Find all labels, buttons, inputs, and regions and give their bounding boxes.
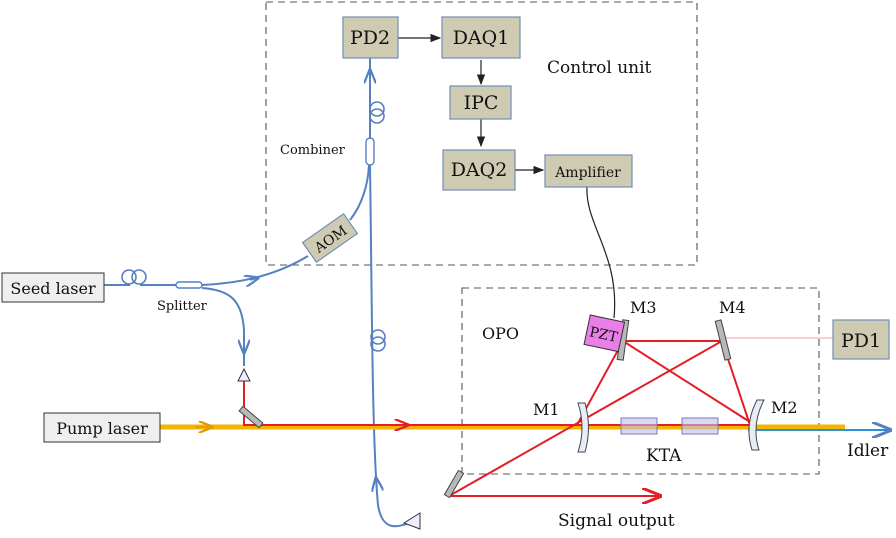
- control-unit-label: Control unit: [547, 58, 652, 78]
- pd1-label: PD1: [841, 330, 881, 352]
- m1-label: M1: [533, 400, 560, 419]
- aom-box: AOM: [301, 212, 359, 264]
- idler-label: Idler: [847, 441, 889, 461]
- fiber-splitter-to-aom: [201, 255, 309, 286]
- ipc-box: IPC: [449, 85, 512, 120]
- fiber-combiner-to-collimator: [369, 164, 417, 528]
- pump-laser-label: Pump laser: [56, 419, 148, 438]
- fiber-loop-bottom-b: [370, 336, 386, 352]
- ipc-label: IPC: [464, 92, 499, 114]
- daq2-box: DAQ2: [442, 149, 516, 191]
- pump-collimator-icon: [237, 367, 251, 382]
- pump-laser-box: Pump laser: [43, 412, 161, 443]
- signal-output-label: Signal output: [558, 511, 675, 531]
- fiber-aom-to-combiner: [349, 164, 370, 221]
- m4-label: M4: [719, 298, 746, 317]
- fiber-loop-bottom-a: [370, 329, 386, 345]
- pd2-box: PD2: [342, 16, 399, 59]
- pzt-box: PZT: [583, 314, 626, 353]
- cavity-path-a: [576, 340, 751, 426]
- output-mirror-icon: [443, 469, 465, 499]
- fiber-splitter-to-pump: [201, 287, 245, 366]
- daq2-label: DAQ2: [451, 159, 508, 181]
- kta-crystal-2: [681, 417, 719, 435]
- seed-injection-beam: [243, 381, 750, 426]
- mirror-m2-icon: [748, 399, 765, 451]
- fiber-arrow-aom: [250, 278, 258, 280]
- pump-mirror-icon: [238, 405, 264, 429]
- amplifier-label: Amplifier: [554, 165, 621, 181]
- cavity-path-b: [622, 340, 751, 423]
- mirror-m4-icon: [714, 319, 732, 361]
- daq1-label: DAQ1: [453, 27, 510, 49]
- kta-label: KTA: [646, 446, 682, 466]
- daq1-box: DAQ1: [441, 16, 521, 59]
- seed-laser-box: Seed laser: [1, 272, 105, 303]
- wire-amplifier-pzt: [586, 186, 616, 319]
- m3-label: M3: [630, 298, 657, 317]
- combiner-icon: [365, 137, 375, 166]
- combiner-label: Combiner: [280, 143, 346, 158]
- pd2-label: PD2: [350, 27, 390, 49]
- seed-laser-label: Seed laser: [10, 279, 96, 298]
- mirror-m1-icon: [577, 402, 589, 453]
- splitter-label: Splitter: [157, 299, 208, 314]
- amplifier-box: Amplifier: [544, 154, 633, 188]
- m2-label: M2: [771, 398, 798, 417]
- pzt-label: PZT: [588, 324, 620, 346]
- fiber-loop-top-a: [369, 101, 385, 117]
- kta-crystal-1: [620, 417, 658, 435]
- splitter-icon: [175, 281, 203, 289]
- signal-collimator-icon: [402, 512, 421, 530]
- pd1-box: PD1: [832, 319, 890, 360]
- opo-label: OPO: [482, 324, 519, 343]
- fiber-loop-seed-a: [121, 269, 137, 285]
- fiber-loop-seed-b: [131, 269, 147, 285]
- fiber-arrow-collimator: [376, 478, 377, 486]
- fiber-loop-top-b: [369, 108, 385, 124]
- opo-frame: [461, 287, 820, 475]
